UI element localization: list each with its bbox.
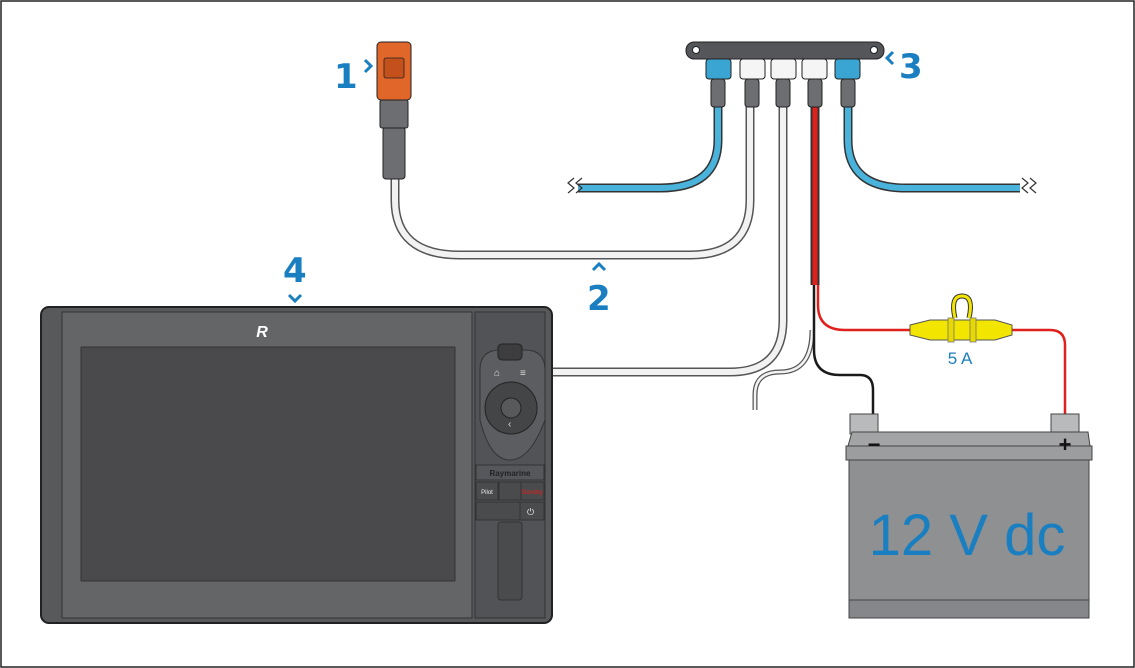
power-button[interactable] [519, 501, 545, 521]
pilot-button[interactable] [475, 481, 499, 501]
back-icon[interactable]: ‹ [508, 419, 511, 430]
backbone-connector [685, 41, 885, 108]
callout-2: 2 [587, 279, 611, 319]
callout-4-arrow-icon [287, 293, 303, 304]
menu-icon[interactable]: ≡ [520, 368, 526, 379]
callout-1-arrow-icon [363, 58, 374, 74]
standby-button[interactable] [520, 481, 545, 501]
pilot-button-label: Pilot [481, 490, 493, 496]
battery [845, 413, 1093, 619]
callout-3: 3 [899, 47, 923, 87]
cable-blue-right [843, 105, 1037, 194]
display-screen [80, 346, 456, 582]
callout-4: 4 [283, 251, 307, 291]
positive-wire [816, 285, 915, 332]
positive-terminal-label: + [1059, 432, 1072, 457]
callout-3-arrow-icon [884, 50, 895, 66]
positive-wire-battery [1005, 328, 1067, 418]
cable-display-white [550, 105, 788, 377]
orange-terminator-connector [376, 41, 412, 180]
callout-1: 1 [334, 57, 358, 97]
negative-wire [812, 285, 875, 418]
power-icon: ⏻ [527, 507, 534, 517]
dot-button[interactable] [475, 501, 521, 521]
battery-voltage-label: 12 V dc [869, 503, 1066, 568]
multifunction-display: R ⌂ ≡ ‹ Raymarine Pilot Standby ⏻ [40, 306, 553, 624]
mob-button[interactable] [498, 481, 522, 501]
cable-2-white [390, 100, 755, 260]
waypoint-button[interactable] [497, 343, 523, 361]
standby-button-label: Standby [521, 490, 543, 496]
cable-blue-left [567, 105, 723, 194]
home-icon[interactable]: ⌂ [494, 368, 500, 379]
fuse-holder [909, 293, 1013, 343]
card-slot-door[interactable] [497, 521, 523, 601]
cable-drain [752, 329, 815, 410]
fuse-rating: 5 A [948, 349, 973, 368]
negative-terminal-label: − [868, 432, 881, 457]
callout-2-arrow-icon [591, 261, 607, 272]
brand-logo: R [256, 324, 268, 341]
brand-name: Raymarine [490, 469, 531, 478]
